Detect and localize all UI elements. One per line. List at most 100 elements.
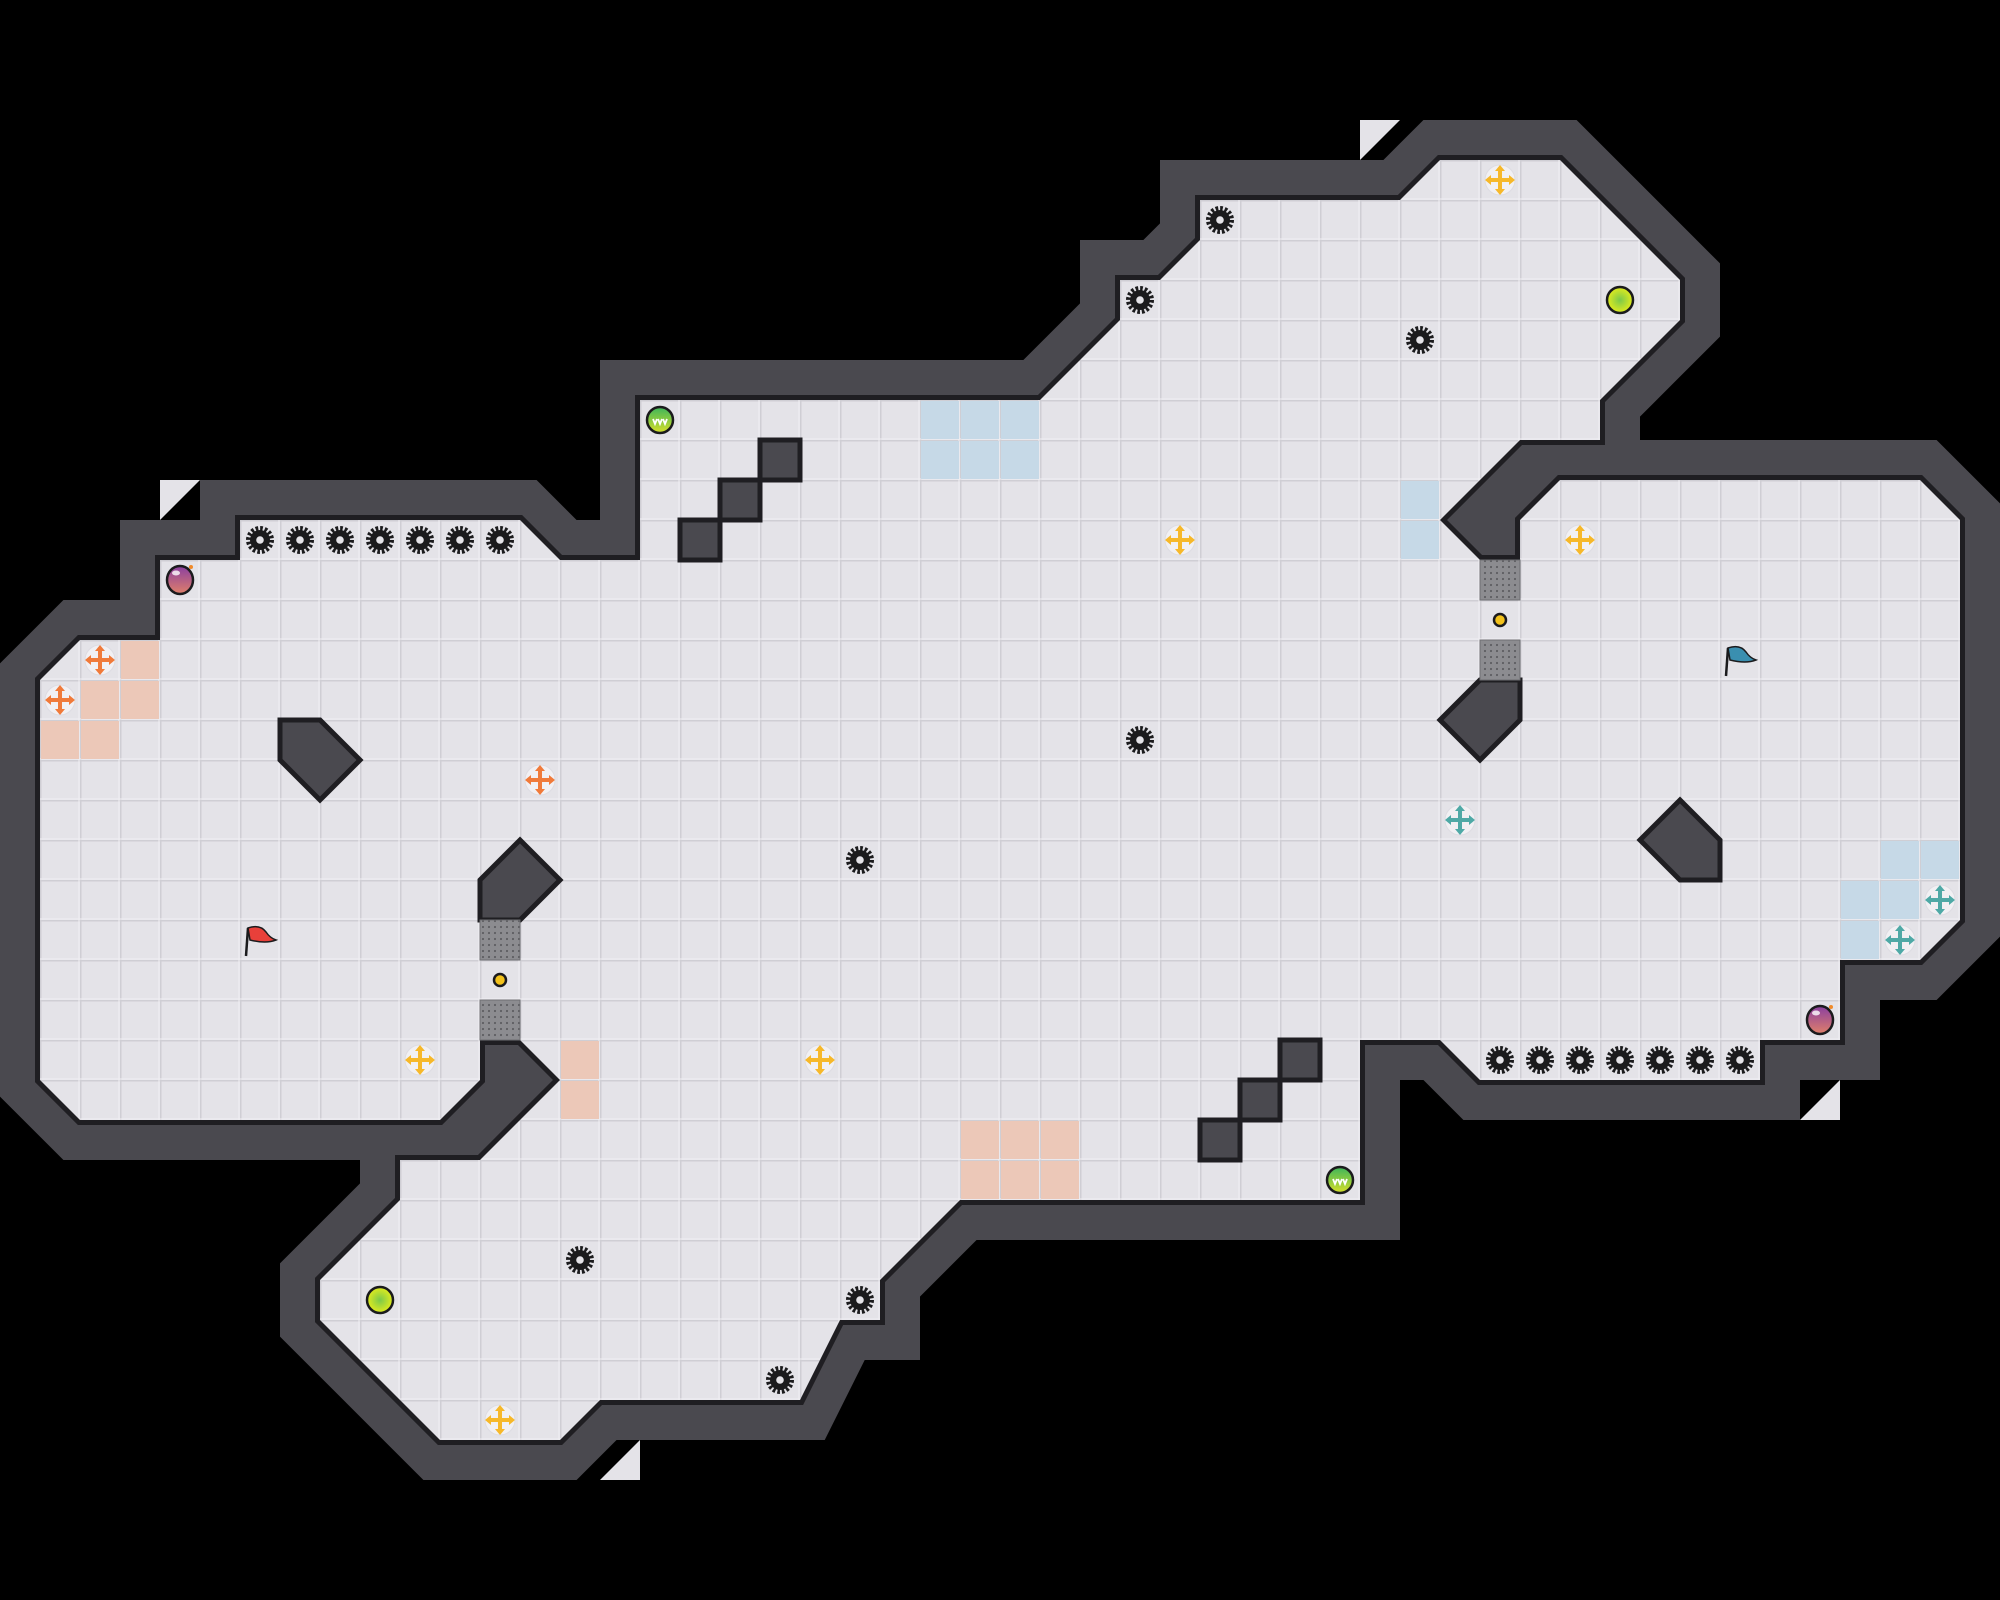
gear-hole xyxy=(1576,1056,1584,1064)
lime-ball-icon xyxy=(365,1285,395,1315)
blue-zone-tile xyxy=(921,441,959,479)
wall-corner-tile xyxy=(1360,120,1400,160)
peach-zone-tile xyxy=(1001,1121,1039,1159)
move-arrows-icon xyxy=(1564,524,1596,556)
lime-ball-icon xyxy=(1605,285,1635,315)
saw-gear-icon xyxy=(1686,1046,1714,1074)
peach-zone-tile xyxy=(1001,1161,1039,1199)
gear-teeth xyxy=(1206,206,1234,234)
peach-zone-tile xyxy=(121,641,159,679)
blue-zone-tile xyxy=(961,441,999,479)
saw-gear-icon xyxy=(1486,1046,1514,1074)
arrows-glyph xyxy=(1165,525,1195,555)
wall-block xyxy=(1237,1077,1283,1123)
gear-hole xyxy=(336,536,344,544)
peach-zone-tile xyxy=(1041,1121,1079,1159)
gear-teeth xyxy=(406,526,434,554)
peach-zone-tile xyxy=(561,1041,599,1079)
zone-layer xyxy=(41,401,1959,1199)
move-arrows-icon xyxy=(1164,524,1196,556)
arrows-glyph xyxy=(1885,925,1915,955)
potion-fuse xyxy=(189,565,193,569)
gear-hole xyxy=(496,536,504,544)
gear-teeth xyxy=(1126,726,1154,754)
wall-corner-tile xyxy=(160,480,200,520)
gear-teeth xyxy=(1526,1046,1554,1074)
peach-zone-tile xyxy=(1041,1161,1079,1199)
saw-gear-icon xyxy=(1526,1046,1554,1074)
orb-body xyxy=(1325,1165,1355,1195)
wall-corner-tile xyxy=(600,1440,640,1480)
flag-cloth xyxy=(1727,645,1759,663)
gear-teeth xyxy=(846,846,874,874)
gear-hole xyxy=(856,856,864,864)
gear-teeth xyxy=(766,1366,794,1394)
grate-door xyxy=(1479,559,1521,601)
saw-gear-icon xyxy=(446,526,474,554)
gear-teeth xyxy=(486,526,514,554)
blue-zone-tile xyxy=(1841,921,1879,959)
gear-hole xyxy=(1136,736,1144,744)
orb-body xyxy=(645,405,675,435)
gear-teeth xyxy=(566,1246,594,1274)
blue-zone-tile xyxy=(1841,881,1879,919)
saw-gear-icon xyxy=(286,526,314,554)
gear-teeth xyxy=(1566,1046,1594,1074)
blue-zone-tile xyxy=(1881,881,1919,919)
move-arrows-icon xyxy=(84,644,116,676)
blue-zone-tile xyxy=(1881,841,1919,879)
saw-gear-icon xyxy=(326,526,354,554)
switch-dot-icon xyxy=(492,972,508,988)
arrows-glyph xyxy=(805,1045,835,1075)
arrows-glyph xyxy=(405,1045,435,1075)
potion-fuse xyxy=(1829,1005,1833,1009)
peach-zone-tile xyxy=(961,1121,999,1159)
gear-hole xyxy=(256,536,264,544)
arrows-glyph xyxy=(45,685,75,715)
saw-gear-icon xyxy=(1646,1046,1674,1074)
blue-zone-tile xyxy=(1001,441,1039,479)
wall-block xyxy=(677,517,723,563)
gear-hole xyxy=(1416,336,1424,344)
flag-icon xyxy=(244,925,279,957)
potion-body xyxy=(1805,1004,1835,1036)
peach-zone-tile xyxy=(41,721,79,759)
wall-block xyxy=(717,477,763,523)
gear-hole xyxy=(1616,1056,1624,1064)
wall-block xyxy=(1197,1117,1243,1163)
wall-corner-tile xyxy=(1800,1080,1840,1120)
move-arrows-icon xyxy=(1444,804,1476,836)
floor xyxy=(40,160,1960,1440)
gear-teeth xyxy=(1406,326,1434,354)
saw-gear-icon xyxy=(1726,1046,1754,1074)
wall-block xyxy=(1636,796,1723,883)
grate-door xyxy=(479,919,521,961)
gear-teeth xyxy=(286,526,314,554)
gear-hole xyxy=(296,536,304,544)
move-arrows-icon xyxy=(44,684,76,716)
arrows-glyph xyxy=(1485,165,1515,195)
arrows-glyph xyxy=(485,1405,515,1435)
gear-teeth xyxy=(326,526,354,554)
wall-block xyxy=(1277,1037,1323,1083)
move-arrows-icon xyxy=(1884,924,1916,956)
gear-hole xyxy=(1696,1056,1704,1064)
move-arrows-icon xyxy=(484,1404,516,1436)
gear-teeth xyxy=(1606,1046,1634,1074)
saw-gear-icon xyxy=(366,526,394,554)
move-arrows-icon xyxy=(804,1044,836,1076)
saw-gear-icon xyxy=(1606,1046,1634,1074)
gear-hole xyxy=(376,536,384,544)
wall-block xyxy=(277,717,364,804)
gear-hole xyxy=(1736,1056,1744,1064)
item-layer xyxy=(44,164,1956,1436)
flag-pole xyxy=(1724,647,1730,677)
wall-block xyxy=(477,836,564,923)
saw-gear-icon xyxy=(766,1366,794,1394)
blue-zone-tile xyxy=(961,401,999,439)
move-arrows-icon xyxy=(524,764,556,796)
saw-gear-icon xyxy=(846,1286,874,1314)
gear-hole xyxy=(1656,1056,1664,1064)
wall-block xyxy=(757,437,803,483)
